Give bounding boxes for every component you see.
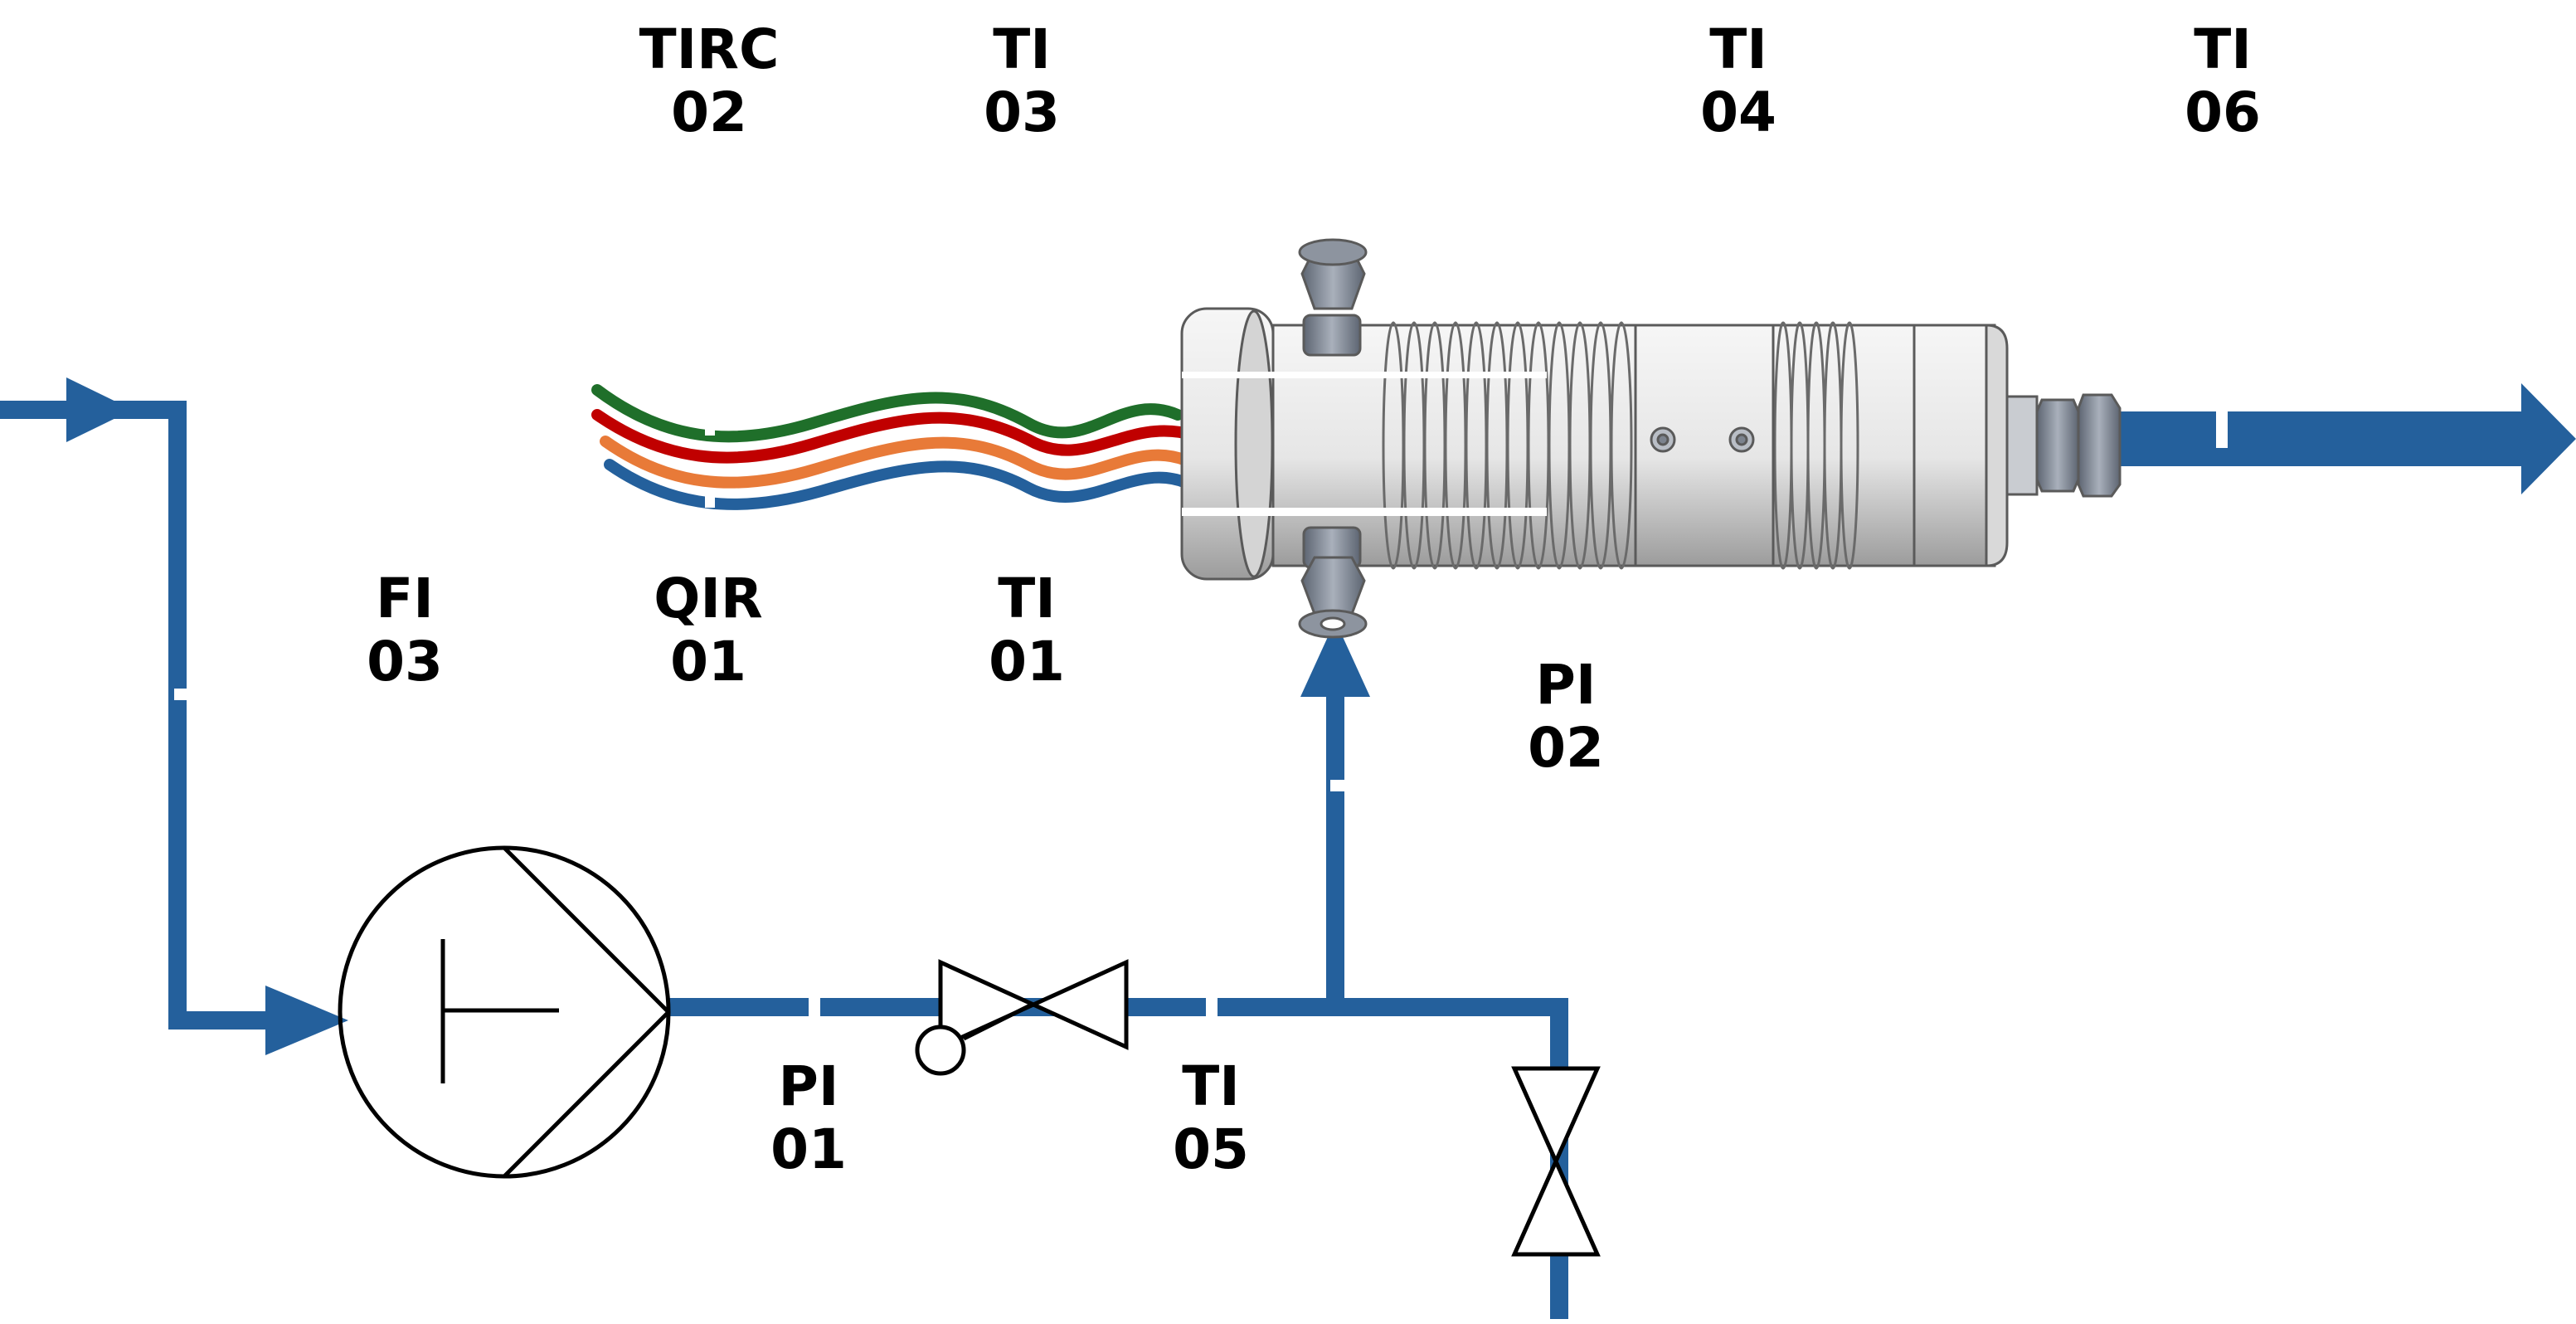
reactor-top-highlight	[1182, 372, 1547, 378]
tag-ti-06-line1: TI	[2194, 17, 2252, 81]
inlet-pipe	[0, 401, 274, 1030]
flow-arrows	[66, 377, 2576, 1055]
wire-red	[591, 409, 1200, 464]
tag-pi-01-line2: 01	[770, 1117, 847, 1181]
drain-valve	[1511, 1066, 1601, 1257]
tag-ti-05: TI 05	[1120, 1055, 1302, 1181]
wire-orange	[600, 436, 1192, 489]
reactor-outlet-fitting-nut	[2035, 398, 2080, 493]
reactor-bottom-fitting-bore	[1320, 616, 1346, 631]
reactor-bottom-fitting-nut	[1300, 556, 1366, 616]
tag-ti-03-line2: 03	[984, 80, 1060, 144]
reactor-end-face	[1234, 309, 1274, 578]
wire-green	[591, 384, 1184, 443]
wire-taps	[705, 419, 715, 508]
tag-fi-03: FI 03	[313, 567, 496, 694]
tag-ti-05-line1: TI	[1182, 1054, 1240, 1118]
reactor-outlet-cap	[1985, 324, 2009, 567]
control-valve-actuator	[915, 1025, 966, 1076]
reactor-top-fitting-base	[1302, 314, 1362, 357]
tag-pi-02: PI 02	[1475, 654, 1657, 780]
reactor-feed-arrow	[1300, 621, 1370, 697]
sensor-cable-bundle	[591, 384, 1200, 510]
tag-ti-01-line2: 01	[989, 630, 1065, 694]
tag-fi-03-line2: 03	[367, 630, 443, 694]
reactor-top-fitting-cap	[1298, 238, 1368, 266]
tag-pi-02-line1: PI	[1535, 653, 1597, 717]
tirc02-wire-tap	[705, 419, 715, 436]
pump-suction-arrow	[265, 986, 348, 1055]
reactor-outlet-pipe	[2120, 411, 2526, 466]
fi03-tap	[174, 689, 192, 700]
drain-valve-body	[1511, 1066, 1601, 1257]
pump-lower-chord	[503, 1010, 670, 1178]
reactor-outlet-fitting-nut-2	[2077, 393, 2122, 498]
centrifugal-pump	[338, 845, 671, 1179]
tag-ti-03: TI 03	[931, 18, 1113, 144]
ti05-tap	[1206, 994, 1218, 1020]
tag-tirc-02-line2: 02	[671, 80, 747, 144]
tag-pi-01-line1: PI	[778, 1054, 839, 1118]
reactor-outlet-fitting-a	[2005, 395, 2039, 496]
control-valve-stem	[962, 1001, 1035, 1041]
tag-tirc-02: TIRC 02	[618, 18, 800, 144]
tag-qir-01-line1: QIR	[654, 567, 763, 630]
tag-fi-03-line1: FI	[376, 567, 434, 630]
tag-ti-01: TI 01	[936, 567, 1118, 694]
control-valve	[915, 959, 1129, 1076]
tag-ti-04: TI 04	[1647, 18, 1830, 144]
tag-ti-06: TI 06	[2131, 18, 2314, 144]
tag-ti-04-line1: TI	[1709, 17, 1767, 81]
tag-pi-02-line2: 02	[1528, 716, 1604, 780]
tag-ti-06-line2: 06	[2185, 80, 2261, 144]
pump-upper-chord	[503, 846, 670, 1014]
instrument-taps	[174, 411, 2228, 1020]
qir01-wire-tap	[705, 491, 715, 508]
pi01-tap	[809, 994, 820, 1020]
outlet-arrow	[2521, 383, 2576, 494]
reactor-heating-fins	[1382, 321, 1859, 570]
tag-qir-01-line2: 01	[670, 630, 746, 694]
tag-tirc-02-line1: TIRC	[639, 17, 780, 81]
tag-ti-01-line1: TI	[998, 567, 1056, 630]
ti06-tap	[2216, 411, 2228, 448]
ti04-port-b-inner	[1735, 433, 1748, 446]
tag-ti-05-line2: 05	[1173, 1117, 1249, 1181]
pi02-tap	[1330, 780, 1352, 791]
inlet-arrow	[66, 377, 133, 442]
tag-pi-01: PI 01	[717, 1055, 900, 1181]
reactor-shell	[1271, 324, 1996, 567]
tubular-reactor	[1180, 238, 2122, 639]
tag-ti-04-line2: 04	[1700, 80, 1776, 144]
tag-ti-03-line1: TI	[993, 17, 1051, 81]
reactor-thermowell	[1182, 508, 1547, 516]
tag-qir-01: QIR 01	[617, 567, 800, 694]
ti04-port-a-inner	[1656, 433, 1670, 446]
